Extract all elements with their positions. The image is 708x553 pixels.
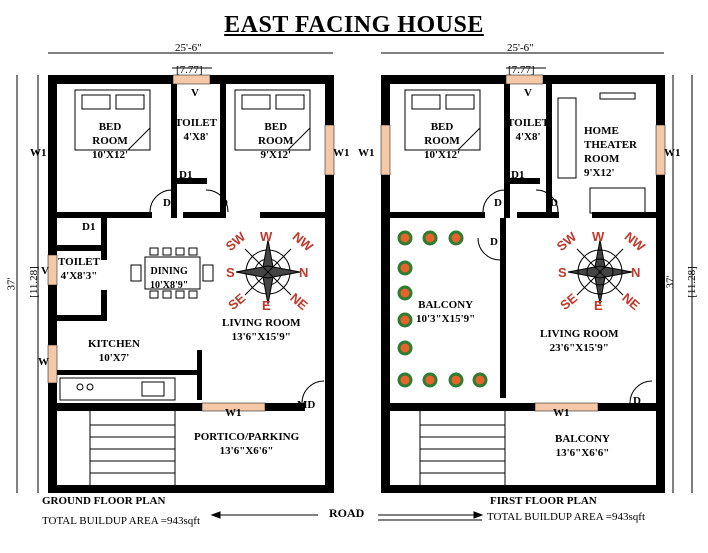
balcony-plants bbox=[397, 230, 488, 388]
first-door-d-2: D bbox=[550, 197, 558, 209]
first-height-dim: 37' bbox=[664, 275, 677, 289]
ground-plan-caption: GROUND FLOOR PLAN bbox=[42, 495, 166, 507]
first-window-w1-bottom: W1 bbox=[553, 407, 570, 419]
ground-floor-walls bbox=[48, 75, 334, 493]
ground-window-w1-left: W1 bbox=[30, 147, 47, 159]
ground-window-w: W bbox=[38, 356, 49, 368]
ground-compass-n: N bbox=[299, 265, 309, 280]
ground-main-door: MD bbox=[297, 399, 316, 411]
first-window-w1-right: W1 bbox=[664, 147, 681, 159]
ground-door-d-1: D bbox=[163, 197, 171, 209]
first-window-w1-left: W1 bbox=[358, 147, 375, 159]
compass-ground bbox=[235, 239, 633, 305]
ground-inner-dim: [7.77] bbox=[176, 64, 203, 76]
ground-window-w1-right: W1 bbox=[333, 147, 350, 159]
first-door-d-1: D bbox=[494, 197, 502, 209]
first-floor-walls bbox=[381, 75, 665, 493]
ground-door-d1: D1 bbox=[179, 169, 193, 181]
first-compass-e: E bbox=[594, 298, 603, 313]
road-label: ROAD bbox=[329, 506, 365, 520]
ground-height-inner: [11.28] bbox=[27, 266, 40, 298]
first-door-balcony2: D bbox=[633, 395, 641, 407]
first-area: TOTAL BUILDUP AREA =943sqft bbox=[487, 511, 646, 523]
ground-vent-toilet: V bbox=[41, 265, 49, 277]
ground-area: TOTAL BUILDUP AREA =943sqft bbox=[42, 515, 201, 527]
first-width-dim: 25'-6" bbox=[507, 42, 534, 54]
ground-height-dim: 37' bbox=[5, 277, 18, 291]
ground-width-dim: 25'-6" bbox=[175, 42, 202, 54]
first-compass-w: W bbox=[592, 229, 605, 244]
sheet-title: EAST FACING HOUSE bbox=[224, 12, 484, 38]
ground-vent-mark: V bbox=[191, 87, 199, 99]
ground-window-w1-bottom: W1 bbox=[225, 407, 242, 419]
first-door-balcony: D bbox=[490, 236, 498, 248]
ground-compass-e: E bbox=[262, 298, 271, 313]
ground-door-d1-toilet: D1 bbox=[82, 221, 96, 233]
ground-door-d-2: D bbox=[220, 197, 228, 209]
first-compass-s: S bbox=[558, 265, 567, 280]
first-plan-caption: FIRST FLOOR PLAN bbox=[490, 495, 597, 507]
first-compass-n: N bbox=[631, 265, 641, 280]
first-door-d1: D1 bbox=[511, 169, 525, 181]
first-height-inner: [11.28] bbox=[685, 266, 698, 298]
ground-compass-s: S bbox=[226, 265, 235, 280]
first-inner-dim: [7.77] bbox=[508, 64, 535, 76]
ground-compass-w: W bbox=[260, 229, 273, 244]
first-vent-mark: V bbox=[524, 87, 532, 99]
